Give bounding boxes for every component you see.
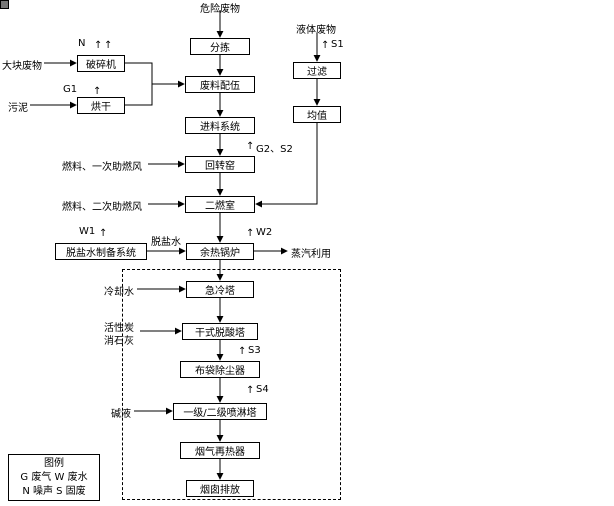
label-alkali: 碱液	[111, 409, 131, 420]
up-arrow-icon: ↑	[246, 228, 255, 239]
label-hazardous-waste: 危险废物	[200, 4, 240, 15]
node-filter: 过滤	[293, 62, 341, 79]
emission-w1-label: W1	[79, 226, 96, 237]
up-arrow-icon: ↑	[99, 228, 108, 239]
node-waste-blending: 废料配伍	[185, 76, 255, 93]
node-dry-deacid-tower: 干式脱酸塔	[182, 323, 258, 340]
label-fuel-primary-air: 燃料、一次助燃风	[62, 162, 142, 173]
node-stack-discharge: 烟囱排放	[186, 480, 254, 497]
emission-s4-label: S4	[256, 384, 269, 395]
node-spray-tower: 一级/二级喷淋塔	[173, 403, 267, 420]
label-bulk-waste: 大块废物	[2, 61, 42, 72]
label-slaked-lime: 消石灰	[104, 336, 134, 347]
node-feeding-system: 进料系统	[185, 117, 255, 134]
label-fuel-secondary-air: 燃料、二次助燃风	[62, 202, 142, 213]
legend: 图例 G 废气 W 废水 N 噪声 S 固废	[8, 454, 100, 501]
label-steam-use: 蒸汽利用	[291, 249, 331, 260]
up-arrow-icon: ↑	[246, 385, 255, 396]
up-arrow-icon: ↑	[238, 346, 247, 357]
emission-s3-label: S3	[248, 345, 261, 356]
node-equalization: 均值	[293, 106, 341, 123]
up-arrow-icon: ↑	[94, 40, 103, 51]
node-quench-tower: 急冷塔	[186, 281, 254, 298]
node-sorting: 分拣	[190, 38, 250, 55]
flow-line	[255, 123, 318, 208]
node-flue-gas-reheater: 烟气再热器	[180, 442, 260, 459]
legend-row-gas-water: G 废气 W 废水	[20, 472, 88, 483]
node-bag-filter: 布袋除尘器	[180, 361, 260, 378]
node-rotary-kiln: 回转窑	[185, 156, 255, 173]
label-cooling-water: 冷却水	[104, 287, 134, 298]
up-arrow-icon: ↑	[104, 40, 113, 51]
emission-s1-label: S1	[331, 39, 344, 50]
node-crusher: 破碎机	[77, 55, 125, 72]
node-dryer: 烘干	[77, 97, 125, 114]
legend-row-noise-solid: N 噪声 S 固废	[22, 486, 86, 497]
up-arrow-icon: ↑	[93, 86, 102, 97]
label-activated-carbon: 活性炭	[104, 323, 134, 334]
up-arrow-icon: ↑	[321, 40, 330, 51]
emission-g2-s2-label: G2、S2	[256, 144, 293, 155]
emission-w2-label: W2	[256, 227, 273, 238]
node-waste-heat-boiler: 余热锅炉	[186, 243, 254, 260]
node-secondary-chamber: 二燃室	[185, 196, 255, 213]
label-liquid-waste: 液体废物	[296, 25, 336, 36]
label-demin-water: 脱盐水	[151, 237, 181, 248]
up-arrow-icon: ↑	[246, 141, 255, 152]
flow-line	[125, 62, 153, 106]
label-sludge: 污泥	[8, 103, 28, 114]
legend-title: 图例	[44, 458, 64, 469]
emission-g1-label: G1	[63, 84, 78, 95]
node-demin-water-system: 脱盐水制备系统	[55, 243, 147, 260]
corner-mark	[0, 0, 9, 9]
emission-n-label: N	[78, 38, 86, 49]
flue-gas-treatment-boundary	[122, 269, 341, 500]
